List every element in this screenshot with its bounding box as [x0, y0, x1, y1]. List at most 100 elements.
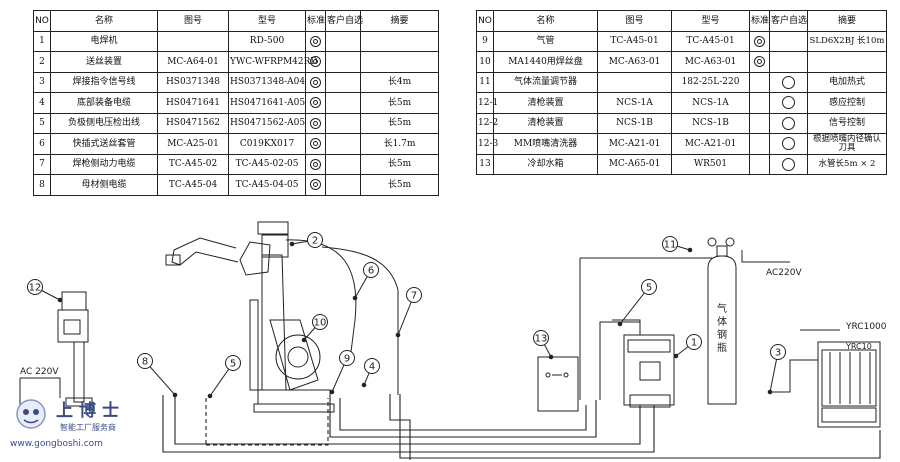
- optional-mark-icon: [782, 96, 795, 110]
- watermark-url[interactable]: www.gongboshi.com: [10, 439, 103, 449]
- callout-circle: [137, 353, 153, 369]
- leader-dot: [395, 332, 401, 338]
- leader-dot: [207, 393, 213, 399]
- cell-optional: [769, 153, 808, 175]
- callout-circle: [225, 355, 241, 371]
- callout-circle: [770, 344, 786, 360]
- callout-7: 7: [395, 287, 422, 338]
- callout-circle: [363, 262, 379, 278]
- leader-dot: [548, 354, 554, 360]
- cylinder-label-char: 气: [717, 302, 727, 315]
- leader-dot: [687, 247, 693, 253]
- callout-number: 6: [368, 266, 374, 277]
- leader-dot: [57, 297, 63, 303]
- callout-number: 1: [691, 338, 697, 349]
- optional-mark-icon: [782, 116, 795, 130]
- standard-mark-icon: [754, 35, 765, 47]
- callout-11: 11: [662, 236, 693, 253]
- callout-number: 4: [369, 362, 375, 373]
- callout-circle: [312, 314, 328, 330]
- callout-12: 12: [27, 279, 63, 303]
- callout-9: 9: [329, 350, 355, 395]
- callout-number: 10: [314, 318, 327, 329]
- standard-mark-icon: [310, 56, 321, 68]
- cylinder-label-char: 瓶: [717, 341, 727, 354]
- callout-3: 3: [767, 344, 786, 395]
- optional-mark-icon: [782, 137, 795, 151]
- cell-no: 12-1: [476, 92, 498, 114]
- robot-controller: [800, 329, 881, 428]
- welding-power-source: [623, 334, 675, 408]
- col-standard: 标准: [305, 10, 326, 32]
- standard-mark-icon: [310, 35, 321, 47]
- standard-mark-icon: [310, 76, 321, 88]
- callout-number: 5: [230, 359, 236, 370]
- callout-circle: [27, 279, 43, 295]
- leader-dot: [289, 241, 295, 247]
- callout-6: 6: [352, 262, 379, 301]
- callout-number: 11: [664, 240, 677, 251]
- robot-arm: [165, 221, 335, 413]
- cell-drawing: MC-A65-01: [597, 153, 672, 175]
- cylinder-label-char: 钢: [717, 328, 727, 341]
- cooling-water-tank: [537, 356, 579, 412]
- leader-dot: [673, 353, 679, 359]
- callout-circle: [686, 334, 702, 350]
- callout-8: 8: [137, 353, 178, 398]
- callout-5: 5: [617, 279, 657, 327]
- controller-label-2: YRC10: [845, 342, 872, 351]
- leader-dot: [301, 337, 307, 343]
- leader-dot: [172, 392, 178, 398]
- callout-circle: [307, 232, 323, 248]
- table-header-row: NO 名称 图号 型号 标准 客户自选 摘要: [33, 10, 439, 32]
- callout-number: 7: [411, 291, 417, 302]
- leader-dot: [767, 389, 773, 395]
- controller-label: YRC1000: [845, 322, 887, 332]
- callout-circle: [339, 350, 355, 366]
- callout-number: 5: [646, 283, 652, 294]
- callout-10: 10: [301, 314, 328, 343]
- standard-mark-icon: [754, 56, 765, 68]
- leader-dot: [617, 321, 623, 327]
- callout-number: 9: [344, 354, 350, 365]
- optional-mark-icon: [782, 75, 795, 89]
- callout-5: 5: [207, 355, 241, 399]
- gun-cleaner-stand: [19, 291, 93, 410]
- callout-number: 2: [312, 236, 318, 247]
- standard-mark-icon: [310, 117, 321, 129]
- callout-number: 3: [775, 348, 781, 359]
- cell-summary: 长5m: [360, 174, 439, 196]
- standard-mark-icon: [310, 179, 321, 191]
- callout-number: 12: [29, 283, 42, 294]
- cable-routing: [162, 394, 881, 460]
- callout-circle: [533, 330, 549, 346]
- cell-no: 12-2: [476, 112, 498, 134]
- watermark-title: 上博士: [56, 401, 125, 421]
- callout-13: 13: [533, 330, 554, 360]
- col-optional: 客户自选: [769, 10, 808, 32]
- callout-circle: [364, 358, 380, 374]
- cell-standard: [305, 71, 326, 93]
- callout-2: 2: [289, 232, 323, 248]
- standard-mark-icon: [310, 158, 321, 170]
- callout-4: 4: [361, 358, 380, 388]
- leader-dot: [361, 382, 367, 388]
- leader-dot: [352, 295, 358, 301]
- brand-logo-icon: [16, 399, 46, 429]
- callout-1: 1: [673, 334, 702, 359]
- callout-number: 8: [142, 357, 148, 368]
